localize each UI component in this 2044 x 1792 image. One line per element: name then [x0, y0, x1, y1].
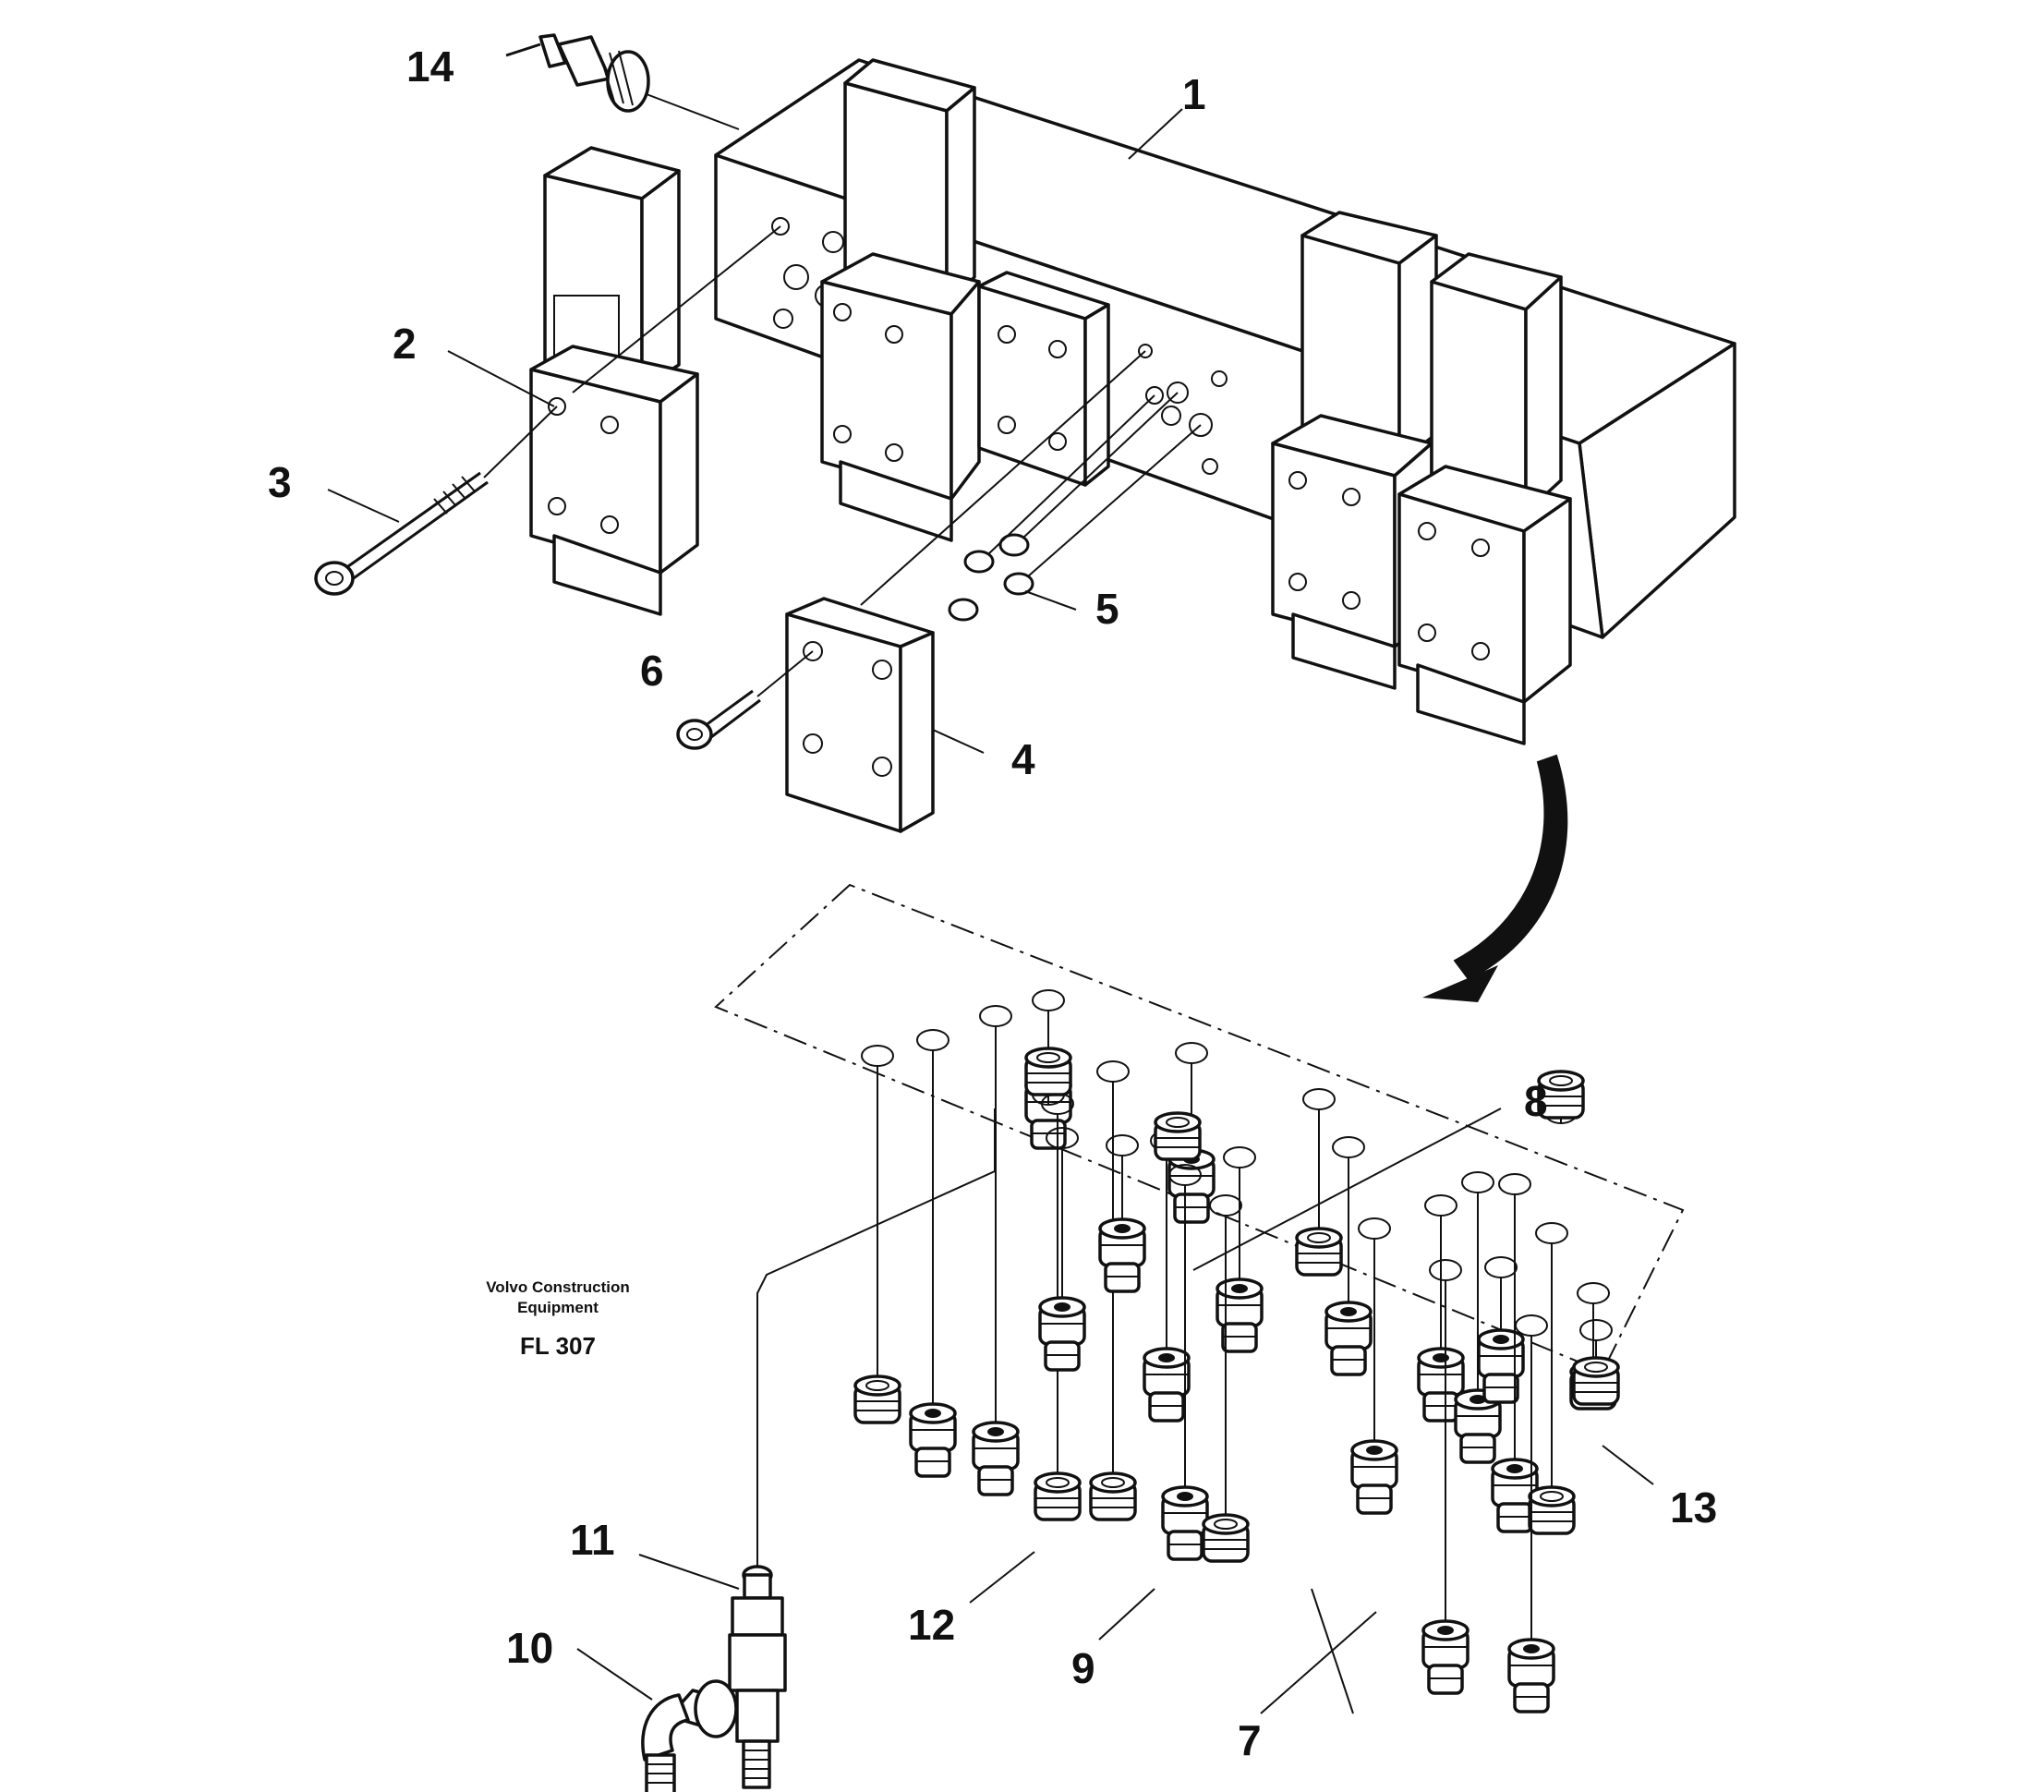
callout-10: 10 [506, 1624, 553, 1672]
callout-1: 1 [1182, 70, 1206, 118]
cartridge-item [1038, 1127, 1086, 1372]
cartridge-valves [853, 989, 1620, 1713]
cartridge-item [1089, 1060, 1137, 1521]
cartridge-item [1528, 1222, 1576, 1535]
callout-12: 12 [908, 1601, 955, 1649]
cartridge-item [1477, 1256, 1525, 1404]
callout-labels: 1 2 3 4 5 6 7 8 9 10 11 12 13 14 [268, 42, 1717, 1764]
cartridge-item [1161, 1164, 1209, 1561]
callout-11: 11 [570, 1516, 615, 1564]
callout-14: 14 [406, 42, 454, 91]
callout-4: 4 [1011, 735, 1035, 783]
cartridge-item [1507, 1314, 1555, 1713]
cartridge-item [1421, 1259, 1470, 1695]
callout-9: 9 [1071, 1644, 1095, 1692]
cartridge-item [1154, 1111, 1202, 1161]
cartridge-item [1098, 1134, 1146, 1293]
cartridge-item [1295, 1088, 1343, 1277]
callout-2: 2 [393, 320, 417, 368]
cartridge-item [853, 1045, 901, 1424]
callout-3: 3 [268, 458, 292, 506]
blanking-plate-mounted [977, 271, 1110, 487]
cartridge-item [909, 1029, 957, 1478]
o-rings [948, 392, 1202, 622]
callout-8: 8 [1524, 1077, 1548, 1125]
brand-line-2: Equipment [517, 1299, 599, 1316]
tee-fitting-assembly [641, 1108, 996, 1792]
cartridge-item [1417, 1194, 1465, 1423]
cartridge-item [1324, 1136, 1373, 1376]
callout-7: 7 [1238, 1716, 1262, 1764]
brand-block: Volvo Construction Equipment FL 307 [486, 1278, 630, 1360]
plug-with-cable [505, 33, 740, 130]
solenoid-valve-mounted-1 [820, 58, 981, 542]
cartridge-item [1202, 1194, 1250, 1563]
cartridge-item [1024, 1047, 1072, 1106]
manifold-face-outline [714, 883, 1685, 1374]
cartridge-item [1454, 1171, 1502, 1464]
short-screw [676, 650, 814, 750]
leader-lines [327, 108, 1654, 1714]
curved-arrow-icon [1422, 754, 1568, 1002]
solenoid-valve-exploded [529, 146, 781, 616]
long-screw [314, 406, 558, 596]
callout-13: 13 [1670, 1483, 1717, 1532]
cartridge-item [972, 1005, 1020, 1496]
cartridge-item [1143, 1130, 1191, 1423]
callout-6: 6 [640, 647, 664, 695]
cartridge-item [1537, 1070, 1585, 1124]
cover-plate [785, 350, 1146, 833]
cartridge-item [1216, 1146, 1264, 1353]
figure-code: FL 307 [520, 1332, 596, 1360]
brand-line-1: Volvo Construction [486, 1278, 630, 1296]
cartridge-item [1572, 1319, 1620, 1406]
callout-5: 5 [1095, 585, 1119, 633]
cartridge-item [1350, 1217, 1398, 1515]
solenoid-valve-mounted-3 [1397, 252, 1572, 745]
